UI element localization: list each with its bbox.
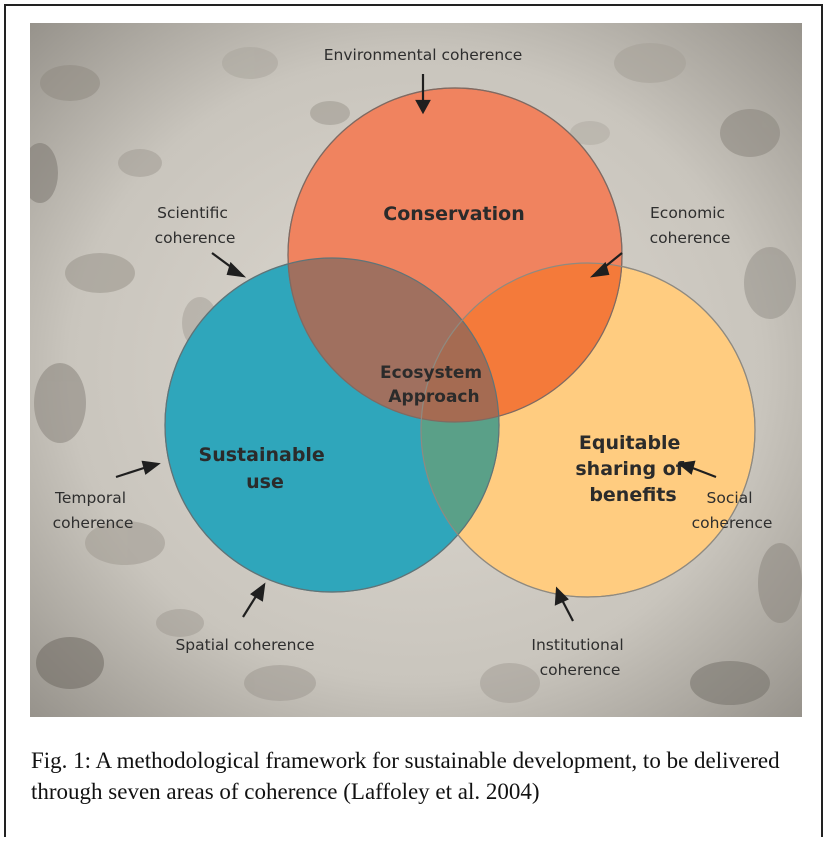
scientific-arrowhead	[226, 261, 247, 278]
venn-diagram: Conservation Sustainable use Equitable s…	[30, 23, 802, 717]
figure-frame	[4, 4, 823, 837]
economic-arrowhead	[589, 261, 610, 278]
figure-caption: Fig. 1: A methodological framework for s…	[31, 748, 780, 804]
conservation-label: Conservation	[383, 203, 524, 225]
equitable-sharing-label: Equitable sharing of benefits	[575, 432, 690, 506]
social-coherence-label: Social coherence	[692, 489, 773, 532]
scientific-coherence-label: Scientific coherence	[155, 204, 236, 247]
spatial-coherence-label: Spatial coherence	[175, 636, 314, 654]
environmental-coherence-label: Environmental coherence	[324, 46, 523, 64]
social-arrow	[689, 465, 717, 479]
institutional-coherence-label: Institutional coherence	[531, 636, 628, 679]
coherence-arrows	[115, 74, 717, 622]
figure-image: Conservation Sustainable use Equitable s…	[30, 23, 802, 717]
environmental-arrowhead	[415, 99, 431, 115]
temporal-arrowhead	[141, 460, 161, 475]
sustainable-use-label: Sustainable use	[199, 444, 332, 493]
overlap-conservation-equitable	[421, 263, 622, 422]
temporal-coherence-label: Temporal coherence	[53, 489, 134, 532]
ecosystem-approach-label: Ecosystem Approach	[380, 363, 488, 407]
institutional-arrowhead	[554, 586, 569, 606]
social-arrowhead	[677, 460, 696, 475]
economic-coherence-label: Economic coherence	[650, 204, 731, 247]
overlap-conservation-use	[288, 258, 499, 422]
temporal-arrow	[115, 465, 148, 479]
spatial-arrowhead	[250, 582, 266, 602]
rock-texture	[30, 43, 802, 705]
